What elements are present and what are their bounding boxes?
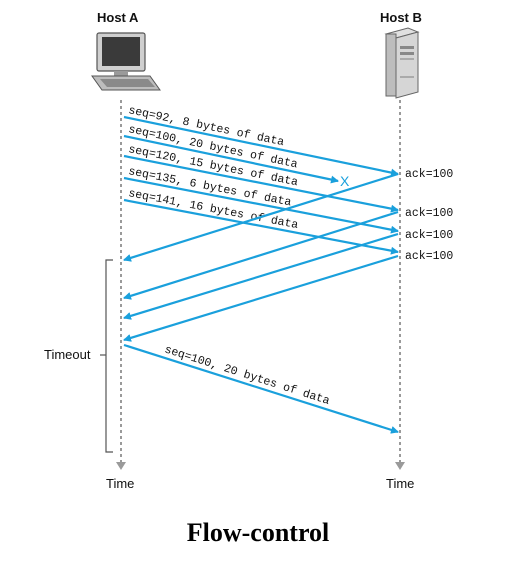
- ack-label-4: ack=100: [405, 250, 453, 263]
- host-b-time-arrow-icon: [395, 462, 405, 470]
- retransmission-arrow: [123, 343, 399, 434]
- host-b-server-icon: [384, 27, 420, 99]
- segment-arrow-5: [123, 198, 399, 255]
- segment-arrow-3: [123, 154, 399, 213]
- segment-arrow-4: [123, 176, 399, 234]
- timeout-bracket: [105, 259, 113, 453]
- ack-arrow-2: [123, 210, 399, 300]
- ack-label-3: ack=100: [405, 229, 453, 242]
- ack-arrow-1: [123, 172, 399, 262]
- ack-label-1: ack=100: [405, 168, 453, 181]
- segment-arrow-2: [123, 134, 339, 184]
- ack-label-2: ack=100: [405, 207, 453, 220]
- timeout-label: Timeout: [44, 347, 91, 362]
- host-b-label: Host B: [380, 10, 422, 25]
- retransmission-label: seq=100, 20 bytes of data: [163, 343, 331, 408]
- diagram-caption: Flow-control: [186, 518, 330, 547]
- ack-arrow-4: [123, 254, 399, 342]
- host-a-label: Host A: [97, 10, 139, 25]
- segment-arrow-1: [123, 115, 399, 177]
- packet-loss-mark: X: [340, 173, 350, 189]
- host-b-time-label: Time: [386, 476, 415, 491]
- ack-arrow-3: [123, 232, 399, 320]
- host-a-time-arrow-icon: [116, 462, 126, 470]
- acks-layer: ack=100 ack=100 ack=100 ack=100: [123, 168, 453, 342]
- host-a-computer-icon: [91, 32, 161, 91]
- retransmission-layer: seq=100, 20 bytes of data: [123, 343, 399, 434]
- host-a-time-label: Time: [106, 476, 135, 491]
